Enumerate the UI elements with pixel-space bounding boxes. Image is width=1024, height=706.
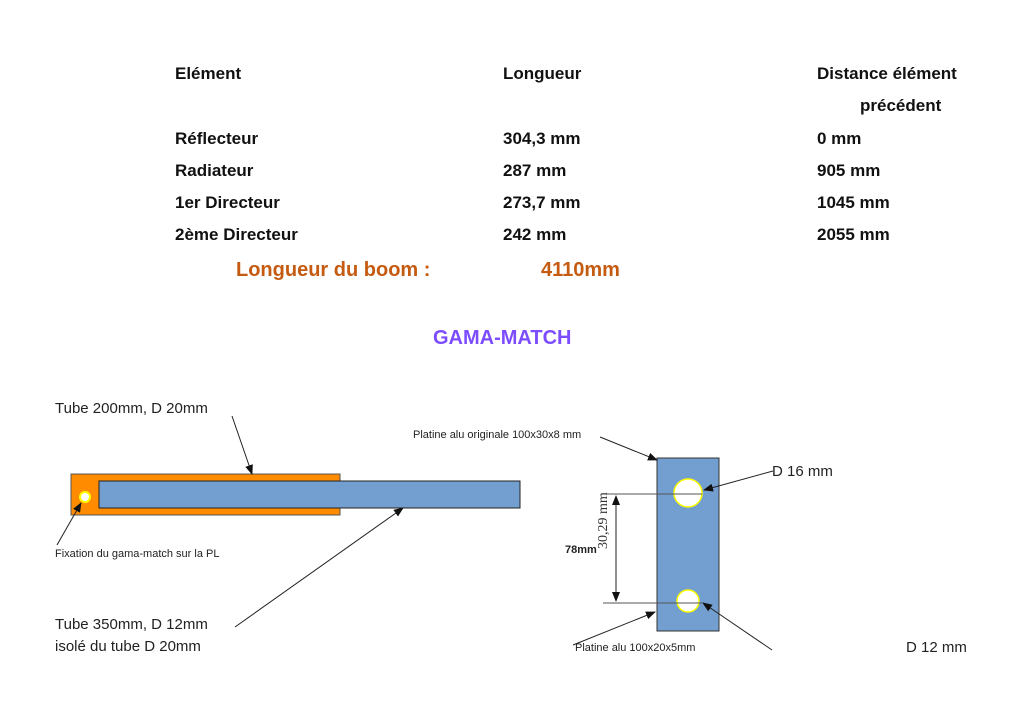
label-dimension-vertical: 30,29 mm: [596, 492, 611, 549]
header-distance-line1: Distance élément: [817, 64, 957, 83]
header-distance-line2: précédent: [860, 96, 942, 115]
hole-top: [673, 478, 703, 508]
arrow-plate-new: [572, 611, 656, 646]
header-element: Elément: [175, 64, 242, 83]
hole-bottom: [676, 589, 700, 613]
row-element: 2ème Directeur: [175, 225, 298, 244]
label-hole-top: D 16 mm: [772, 463, 833, 480]
arrow-tube-inner: [234, 507, 404, 628]
fixation-hole: [79, 491, 91, 503]
header-length: Longueur: [503, 64, 582, 83]
row-length: 242 mm: [503, 225, 567, 244]
row-distance: 0 mm: [817, 129, 862, 148]
label-hole-bottom: D 12 mm: [906, 639, 967, 656]
row-length: 273,7 mm: [503, 193, 581, 212]
label-plate-new: Platine alu 100x20x5mm: [575, 642, 696, 654]
row-element: Radiateur: [175, 161, 254, 180]
dimension-arrowhead-bottom: [612, 592, 620, 602]
label-tube-inner-line1: Tube 350mm, D 12mm: [55, 616, 208, 633]
arrow-hole-top: [703, 470, 774, 492]
row-element: 1er Directeur: [175, 193, 280, 212]
row-length: 304,3 mm: [503, 129, 581, 148]
label-tube-inner-line2: isolé du tube D 20mm: [55, 638, 201, 655]
boom-length-value: 4110mm: [541, 259, 620, 281]
row-distance: 2055 mm: [817, 225, 890, 244]
label-plate-original: Platine alu originale 100x30x8 mm: [413, 429, 582, 441]
dimension-arrowhead-top: [612, 495, 620, 505]
label-fixation: Fixation du gama-match sur la PL: [55, 548, 220, 560]
row-distance: 905 mm: [817, 161, 881, 180]
section-title: GAMA-MATCH: [433, 327, 572, 349]
label-dimension-bold: 78mm: [565, 544, 597, 556]
row-distance: 1045 mm: [817, 193, 890, 212]
inner-tube: [98, 480, 521, 509]
arrow-tube-outer: [231, 415, 253, 475]
row-length: 287 mm: [503, 161, 567, 180]
label-tube-outer: Tube 200mm, D 20mm: [55, 400, 208, 417]
arrow-plate-original: [599, 436, 658, 461]
arrow-fixation: [56, 502, 82, 546]
boom-length-label: Longueur du boom :: [236, 259, 431, 281]
arrow-hole-bottom: [702, 602, 773, 651]
row-element: Réflecteur: [175, 129, 259, 148]
